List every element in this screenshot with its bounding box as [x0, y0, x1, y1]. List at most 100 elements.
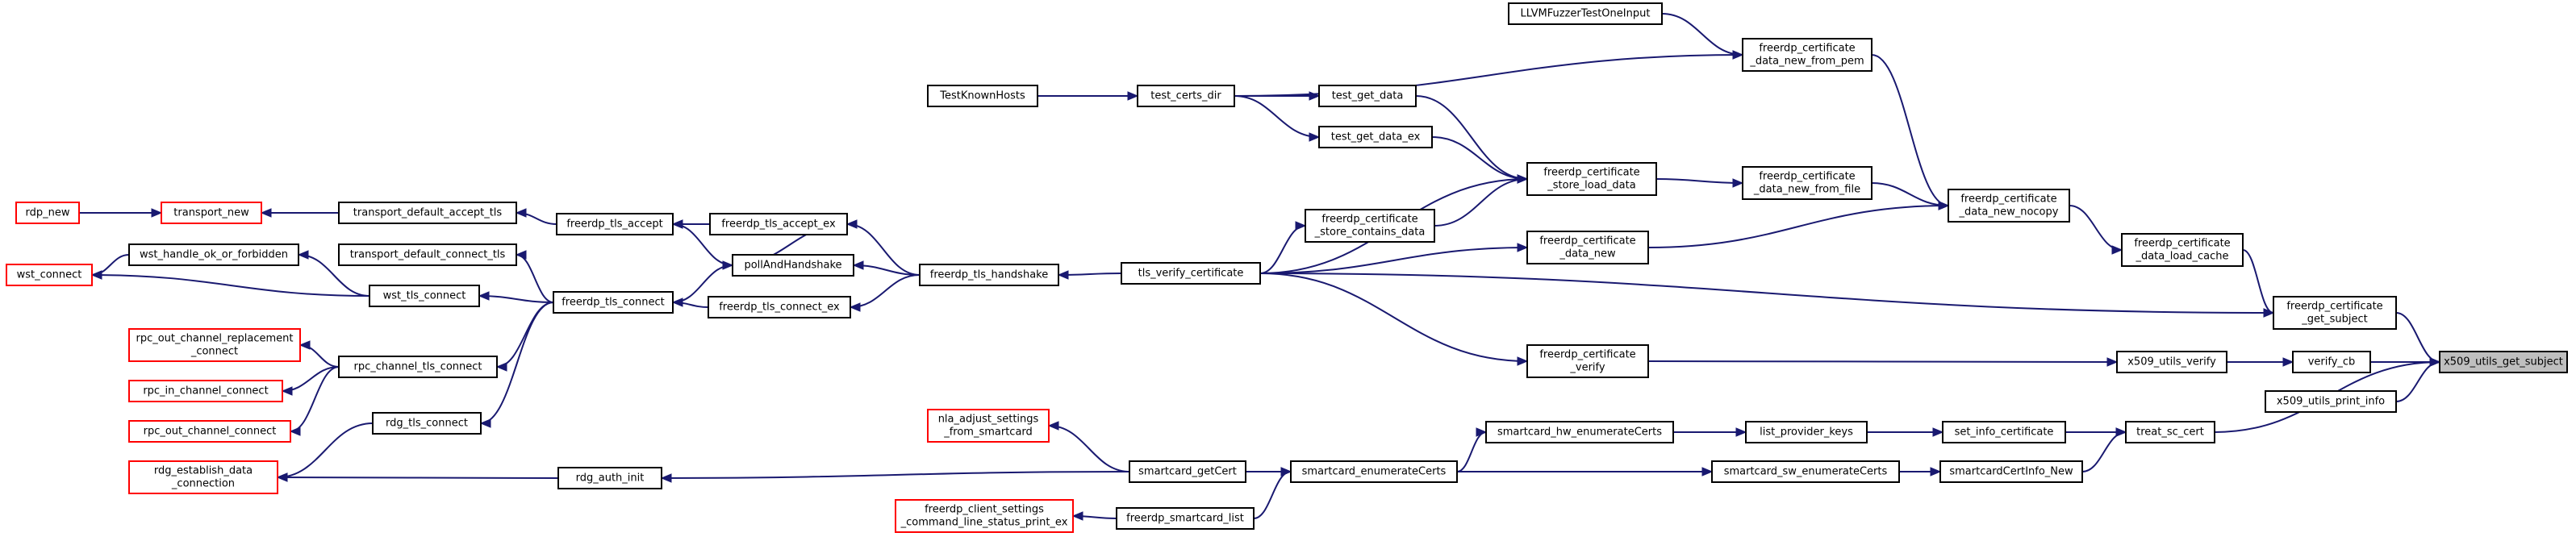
node-box: [1745, 421, 1868, 443]
node-label: freerdp_certificate: [2286, 301, 2382, 313]
node-storeload[interactable]: freerdp_certificate_store_load_data: [1526, 162, 1657, 196]
node-x509subject[interactable]: x509_utils_get_subject: [2439, 351, 2568, 373]
node-box: [372, 412, 482, 435]
node-datanew[interactable]: freerdp_certificate_data_new: [1526, 231, 1649, 264]
node-box: [556, 213, 674, 235]
edge-datanew-to-nocopy: [1647, 201, 1950, 248]
node-wsttls[interactable]: wst_tls_connect: [369, 285, 480, 307]
node-label: transport_default_accept_tls: [353, 207, 503, 219]
arrowhead: [1517, 356, 1529, 366]
node-layer: LLVMFuzzerTestOneInput freerdp_certificat…: [6, 2, 2568, 533]
node-rdgestablish[interactable]: rdg_establish_data_connection: [128, 460, 278, 494]
edge-certsdir-to-getdata: [1234, 91, 1321, 101]
edge-certsdir-to-getdataex: [1234, 95, 1321, 142]
node-x509verify[interactable]: x509_utils_verify: [2116, 351, 2227, 373]
node-poll[interactable]: pollAndHandshake: [732, 254, 854, 277]
arrowhead: [151, 208, 163, 218]
node-acceptdef[interactable]: transport_default_accept_tls: [338, 202, 517, 224]
node-certverify[interactable]: freerdp_certificate_verify: [1526, 344, 1649, 378]
arrowhead: [845, 219, 858, 229]
node-getdata[interactable]: test_get_data: [1318, 85, 1417, 107]
arrowhead: [1057, 270, 1069, 280]
arrowhead: [90, 270, 102, 280]
arrowhead: [515, 208, 527, 218]
node-rpctls[interactable]: rpc_channel_tls_connect: [338, 356, 498, 378]
edge-knownhosts-to-certsdir: [1037, 91, 1139, 101]
node-knownhosts[interactable]: TestKnownHosts: [927, 85, 1038, 107]
node-hwenum[interactable]: smartcard_hw_enumerateCerts: [1485, 421, 1674, 443]
node-handshake[interactable]: freerdp_tls_handshake: [919, 264, 1059, 286]
edge-tlsconnectex-to-tlsconnect: [671, 298, 709, 308]
node-verifycert[interactable]: tls_verify_certificate: [1121, 262, 1261, 285]
node-sclist[interactable]: freerdp_smartcard_list: [1116, 507, 1255, 530]
node-box: [1485, 421, 1674, 443]
edge-rdpnew-to-transportnew: [79, 208, 163, 218]
node-rpcout[interactable]: rpc_out_channel_connect: [128, 420, 291, 443]
node-rdgauth[interactable]: rdg_auth_init: [557, 467, 662, 489]
node-contains[interactable]: freerdp_certificate_store_contains_data: [1305, 209, 1435, 243]
node-label: freerdp_certificate: [1759, 43, 1855, 55]
node-certsdir[interactable]: test_certs_dir: [1137, 85, 1235, 107]
arrowhead: [722, 260, 734, 270]
node-fromfile[interactable]: freerdp_certificate_data_new_from_file: [1742, 166, 1873, 200]
edge-rpctls-to-rpcin: [281, 366, 340, 396]
node-verifycb[interactable]: verify_cb: [2292, 351, 2371, 373]
edge-handshake-to-tlsacceptex: [845, 219, 921, 276]
edge-verifycert-to-certverify: [1259, 273, 1529, 366]
edge-swenum-to-infonew: [1899, 467, 1942, 476]
edge-tlsconnect-to-wsttls: [478, 291, 554, 303]
node-box: [2292, 351, 2371, 373]
node-label: rdg_tls_connect: [386, 418, 468, 430]
node-label: freerdp_tls_accept_ex: [721, 218, 836, 231]
node-tlsconnect[interactable]: freerdp_tls_connect: [553, 291, 674, 314]
node-label: freerdp_certificate: [1759, 171, 1855, 183]
node-box: [15, 202, 80, 224]
node-tlsacceptex[interactable]: freerdp_tls_accept_ex: [709, 213, 848, 235]
node-getdataex[interactable]: test_get_data_ex: [1318, 126, 1433, 148]
arrowhead: [299, 340, 311, 350]
node-box: [1116, 507, 1255, 530]
edge-infonew-to-treatsc: [2081, 427, 2127, 472]
node-x509print[interactable]: x509_utils_print_info: [2265, 390, 2397, 413]
node-label: smartcard_enumerateCerts: [1302, 466, 1447, 478]
node-nla[interactable]: nla_adjust_settings_from_smartcard: [927, 409, 1050, 443]
node-enumcerts[interactable]: smartcard_enumerateCerts: [1290, 460, 1458, 483]
node-tlsconnectex[interactable]: freerdp_tls_connect_ex: [708, 296, 851, 318]
edge-rdgauth-to-rdgestablish: [276, 472, 559, 482]
node-label: freerdp_certificate: [1960, 194, 2056, 206]
node-rpcin[interactable]: rpc_in_channel_connect: [128, 380, 283, 402]
node-label: smartcard_sw_enumerateCerts: [1724, 466, 1888, 478]
node-infonew[interactable]: smartcardCertInfo_New: [1939, 460, 2083, 483]
node-connectdef[interactable]: transport_default_connect_tls: [338, 243, 517, 266]
node-getcert[interactable]: smartcard_getCert: [1129, 460, 1246, 483]
node-label: x509_utils_verify: [2127, 356, 2216, 368]
node-box: [895, 499, 1074, 533]
node-label: _get_subject: [2301, 314, 2367, 326]
node-nocopy[interactable]: freerdp_certificate_data_new_nocopy: [1948, 189, 2070, 223]
node-swenum[interactable]: smartcard_sw_enumerateCerts: [1711, 460, 1900, 483]
node-llvm[interactable]: LLVMFuzzerTestOneInput: [1508, 2, 1663, 25]
node-label: tls_verify_certificate: [1138, 268, 1244, 280]
node-printex[interactable]: freerdp_client_settings_command_line_sta…: [895, 499, 1074, 533]
node-tlsaccept[interactable]: freerdp_tls_accept: [556, 213, 674, 235]
edge-certverify-to-x509verify: [1647, 357, 2119, 367]
node-provkeys[interactable]: list_provider_keys: [1745, 421, 1868, 443]
edge-line: [2395, 312, 2440, 363]
node-getsubject[interactable]: freerdp_certificate_get_subject: [2273, 296, 2397, 330]
node-treatsc[interactable]: treat_sc_cert: [2125, 421, 2215, 443]
arrowhead: [1735, 427, 1747, 437]
edge-tlsconnect-to-connectdef: [515, 250, 554, 303]
arrowhead: [1280, 467, 1292, 476]
node-wsthandle[interactable]: wst_handle_ok_or_forbidden: [128, 243, 299, 266]
node-rdgtls[interactable]: rdg_tls_connect: [372, 412, 482, 435]
node-rdpnew[interactable]: rdp_new: [15, 202, 80, 224]
node-loadcache[interactable]: freerdp_certificate_data_load_cache: [2121, 233, 2244, 267]
node-pem[interactable]: freerdp_certificate_data_new_from_pem: [1742, 38, 1873, 72]
node-setinfo[interactable]: set_info_certificate: [1942, 421, 2066, 443]
node-transportnew[interactable]: transport_new: [161, 202, 262, 224]
node-box: [553, 291, 674, 314]
arrowhead: [1517, 243, 1529, 252]
edge-line: [1048, 425, 1130, 472]
node-rpcrepl[interactable]: rpc_out_channel_replacement_connect: [128, 328, 301, 362]
node-wstconnect[interactable]: wst_connect: [6, 264, 93, 286]
